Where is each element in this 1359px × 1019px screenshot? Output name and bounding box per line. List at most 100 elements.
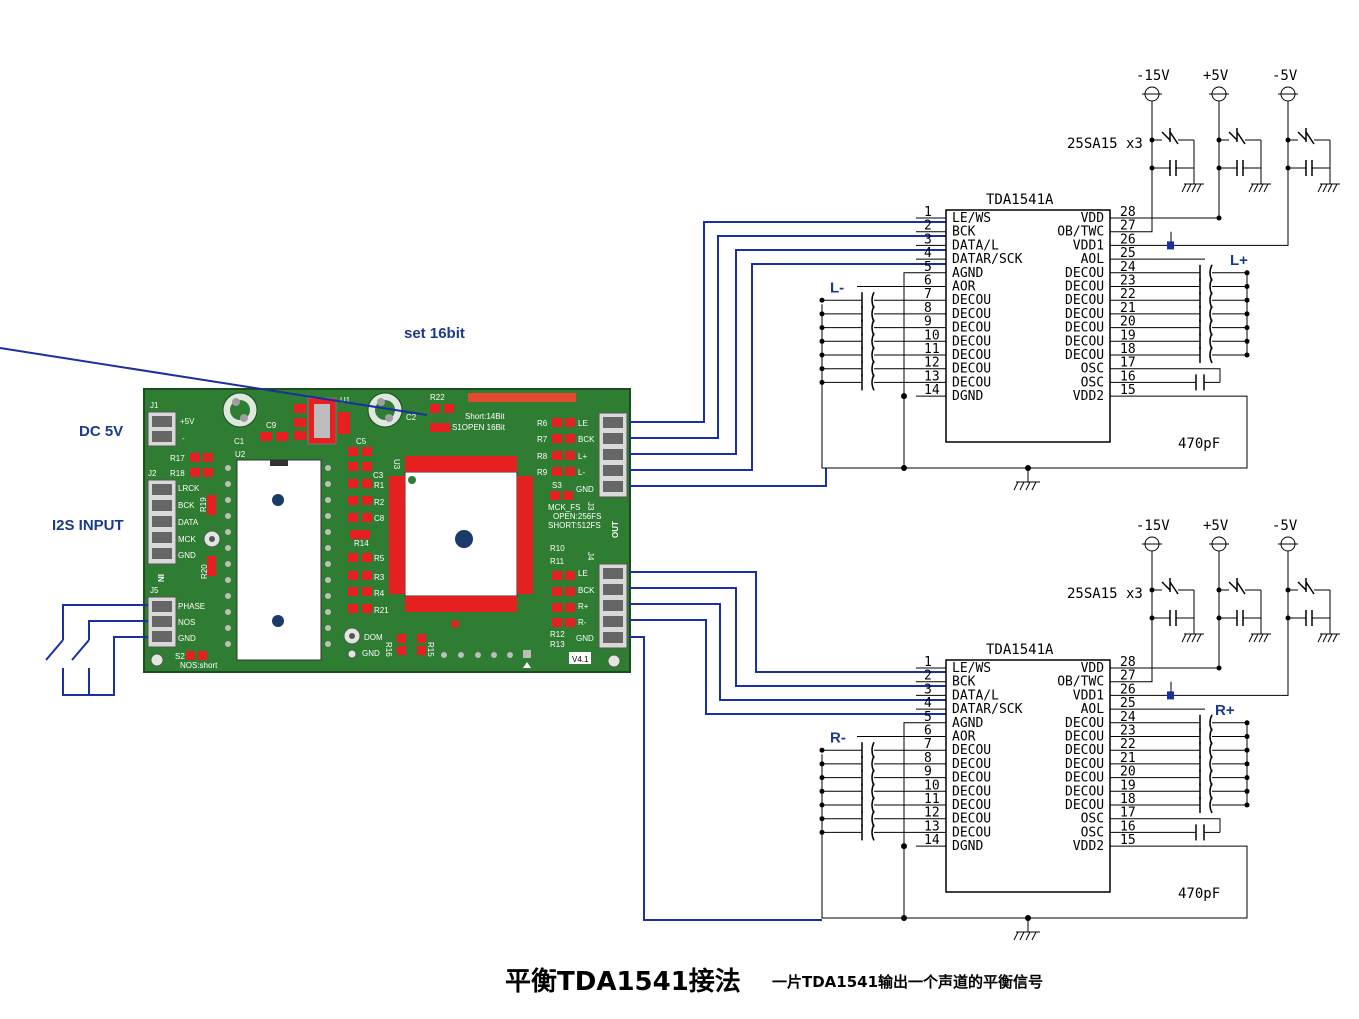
pin-name: DECOU xyxy=(1065,757,1104,772)
part-r12-label: R12 xyxy=(550,630,565,639)
pin-number: 11 xyxy=(924,342,940,357)
pin-name: DATA/L xyxy=(952,238,999,253)
pin-number: 28 xyxy=(1120,655,1136,670)
part-u3-label: U3 xyxy=(392,459,401,470)
nos-short-label: NOS:short xyxy=(180,661,218,670)
pin-number: 8 xyxy=(924,301,932,316)
pin-number: 14 xyxy=(924,833,940,848)
pin-number: 21 xyxy=(1120,751,1136,766)
pin-number: 17 xyxy=(1120,806,1136,821)
pin-number: 12 xyxy=(924,806,940,821)
pin-name: DECOU xyxy=(1065,716,1104,731)
pin-number: 6 xyxy=(924,724,932,739)
chip-body xyxy=(945,659,1111,893)
rail-label: +5V xyxy=(1203,68,1229,84)
pin-name: DATAR/SCK xyxy=(952,702,1023,717)
output-negative-label: L- xyxy=(830,280,844,297)
pin-number: 24 xyxy=(1120,710,1136,725)
part-c1-label: C1 xyxy=(234,437,245,446)
caption-main: 平衡TDA1541接法 xyxy=(505,966,741,997)
out-upper-pin-gnd: GND xyxy=(576,485,594,494)
part-r9-label: R9 xyxy=(537,468,548,477)
pin-number: 8 xyxy=(924,751,932,766)
pin-name: DECOU xyxy=(952,812,991,827)
pin-number: 26 xyxy=(1120,682,1136,697)
pin-name: DECOU xyxy=(1065,321,1104,336)
pin-number: 23 xyxy=(1120,274,1136,289)
pin-number: 3 xyxy=(924,682,932,697)
pin-name: DECOU xyxy=(1065,730,1104,745)
regulator-cap-symbol xyxy=(1161,578,1179,595)
pin-name: VDD2 xyxy=(1073,389,1104,404)
out-lower-pin-rminus: R- xyxy=(578,618,587,627)
pin-number: 13 xyxy=(924,369,940,384)
part-r13-label: R13 xyxy=(550,640,565,649)
chip-body xyxy=(945,209,1111,443)
pin-name: VDD xyxy=(1081,211,1105,226)
phase-switch xyxy=(45,604,148,696)
pin-name: DECOU xyxy=(952,334,991,349)
pin-number: 2 xyxy=(924,669,932,684)
pin-number: 11 xyxy=(924,792,940,807)
part-r10-label: R10 xyxy=(550,544,565,553)
pin-name: DECOU xyxy=(952,757,991,772)
pin-name: AOL xyxy=(1081,702,1105,717)
output-positive-label: R+ xyxy=(1215,702,1235,719)
regulator-cap-symbol xyxy=(1297,578,1315,595)
pin-number: 9 xyxy=(924,315,932,330)
power-pin-minus: - xyxy=(182,434,185,443)
out-upper-pin-lminus: L- xyxy=(578,468,585,477)
part-s2-label: S2 xyxy=(175,652,185,661)
capacitor-c1 xyxy=(222,392,258,428)
pin-number: 3 xyxy=(924,232,932,247)
power-pin-plus5v: +5V xyxy=(180,417,195,426)
short-note-2: S1OPEN 16Bit xyxy=(452,423,506,432)
pin-number: 27 xyxy=(1120,669,1136,684)
pin-name: AOR xyxy=(952,730,976,745)
out-lower-pin-bck: BCK xyxy=(578,586,595,595)
pin-number: 22 xyxy=(1120,287,1136,302)
part-r3-label: R3 xyxy=(374,573,385,582)
input-pin-lrck: LRCK xyxy=(178,484,200,493)
pin-number: 14 xyxy=(924,383,940,398)
out-upper-pin-bck: BCK xyxy=(578,435,595,444)
pin-number: 15 xyxy=(1120,383,1136,398)
capacitor-c2 xyxy=(367,392,403,428)
pin-name: DECOU xyxy=(952,348,991,363)
chip-u2 xyxy=(236,459,322,661)
part-r20-label: R20 xyxy=(200,564,209,579)
mck-note-2: OPEN:256FS xyxy=(553,512,601,521)
part-r18-label: R18 xyxy=(170,469,185,478)
rail-label: -5V xyxy=(1272,68,1298,84)
resistor-column xyxy=(348,447,372,613)
pin-name: DATAR/SCK xyxy=(952,252,1023,267)
out-upper-pin-lplus: L+ xyxy=(578,452,587,461)
left-cap-rail xyxy=(821,754,904,919)
pin-name: OB/TWC xyxy=(1057,225,1104,240)
part-r8-label: R8 xyxy=(537,452,548,461)
osc-cap-label: 470pF xyxy=(1178,436,1220,452)
pin-name: DECOU xyxy=(1065,266,1104,281)
phase-pin-nos: NOS xyxy=(178,618,195,627)
pin-name: DECOU xyxy=(1065,771,1104,786)
gnd-label: GND xyxy=(362,649,380,658)
part-u2-label: U2 xyxy=(235,450,246,459)
regulator-cap-symbol xyxy=(1228,128,1246,145)
part-j1-label: J1 xyxy=(150,401,159,410)
pin-number: 2 xyxy=(924,219,932,234)
pin-number: 6 xyxy=(924,274,932,289)
pin-name: DECOU xyxy=(1065,293,1104,308)
bottom-pin-row xyxy=(441,652,513,658)
part-s3-label: S3 xyxy=(552,481,562,490)
pcb-top-bar xyxy=(468,393,576,402)
pin-name: DECOU xyxy=(952,375,991,390)
pin-number: 26 xyxy=(1120,232,1136,247)
pin-name: DECOU xyxy=(952,784,991,799)
version-badge xyxy=(569,652,591,664)
u2-pins xyxy=(225,465,331,647)
pin-name: DECOU xyxy=(1065,348,1104,363)
pin-number: 16 xyxy=(1120,369,1136,384)
pin-number: 9 xyxy=(924,765,932,780)
